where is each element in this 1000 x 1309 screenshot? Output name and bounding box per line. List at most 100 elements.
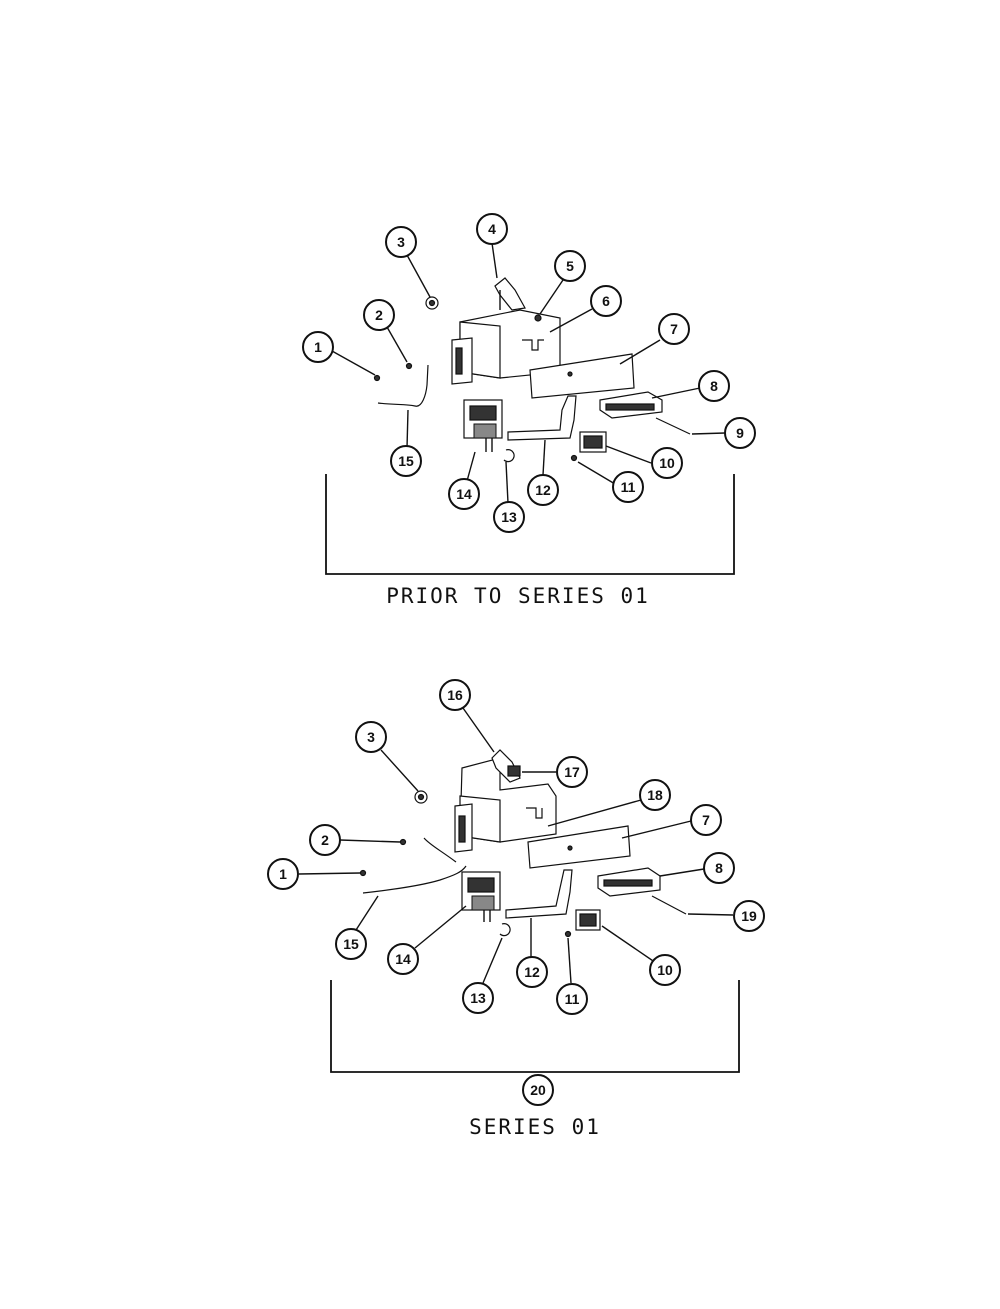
callout-11: 11	[612, 471, 644, 503]
callout-8: 8	[698, 370, 730, 402]
panel-series-01: 1 2 3 16 17 18 7 8 19 10 11 12 13 14 15 …	[267, 679, 765, 1139]
solenoid-part-14-series	[461, 871, 501, 922]
callout-4: 4	[476, 213, 508, 245]
screw-part-19	[651, 895, 687, 915]
callout-14: 14	[448, 478, 480, 510]
svg-text:2: 2	[375, 307, 383, 323]
leader-lines-panel-2	[298, 707, 734, 984]
callout-15-series: 15	[335, 928, 367, 960]
svg-text:5: 5	[566, 258, 574, 274]
clip-part-13-series	[499, 923, 511, 937]
caption-prior-to-series-01: PRIOR TO SERIES 01	[386, 584, 650, 608]
callout-7-series: 7	[690, 804, 722, 836]
callout-5: 5	[554, 250, 586, 282]
callout-9: 9	[724, 417, 756, 449]
plate-hole-series	[567, 845, 573, 851]
svg-text:7: 7	[670, 321, 678, 337]
callout-2-series: 2	[309, 824, 341, 856]
plate-part-7	[529, 353, 635, 399]
callout-1: 1	[302, 331, 334, 363]
callout-17: 17	[556, 756, 588, 788]
screw-part-9	[655, 417, 691, 435]
svg-text:3: 3	[397, 234, 405, 250]
svg-text:15: 15	[398, 453, 414, 469]
callout-11-series: 11	[556, 983, 588, 1015]
callout-13-series: 13	[462, 982, 494, 1014]
callout-8-series: 8	[703, 852, 735, 884]
solenoid-part-14	[463, 399, 503, 452]
wire-lead-branch	[423, 837, 457, 863]
callout-10-series: 10	[649, 954, 681, 986]
screw-part-1-series	[359, 869, 367, 877]
svg-text:11: 11	[565, 991, 580, 1007]
leader-lines-panel-1	[331, 242, 726, 504]
panel-prior-to-series-01: 1 2 3 4 5 6 7 8 9 10 11 12 13 14 15 PRIO…	[302, 213, 756, 608]
callout-1-series: 1	[267, 858, 299, 890]
svg-text:14: 14	[456, 486, 472, 502]
screw-part-2	[405, 362, 413, 370]
caption-series-01: SERIES 01	[469, 1115, 601, 1139]
svg-text:18: 18	[647, 787, 663, 803]
svg-text:8: 8	[710, 378, 718, 394]
svg-text:4: 4	[488, 221, 496, 237]
wire-lead-part-15	[377, 364, 429, 407]
svg-text:6: 6	[602, 293, 610, 309]
callout-14-series: 14	[387, 943, 419, 975]
svg-text:12: 12	[524, 964, 540, 980]
latch-hook	[494, 277, 526, 311]
svg-text:10: 10	[657, 962, 673, 978]
bracket-housing-series	[454, 757, 557, 853]
wire-lead-part-15-series	[362, 865, 467, 894]
svg-text:2: 2	[321, 832, 329, 848]
bracket-housing	[451, 309, 561, 385]
callout-13: 13	[493, 501, 525, 533]
callout-2: 2	[363, 299, 395, 331]
screw-part-5	[534, 314, 542, 322]
nut-part-11-series	[564, 930, 572, 938]
microswitch-part-10-series	[575, 909, 601, 931]
svg-text:7: 7	[702, 812, 710, 828]
callout-19: 19	[733, 900, 765, 932]
callout-15: 15	[390, 445, 422, 477]
assembly-bracket-panel-1	[325, 474, 735, 575]
svg-text:11: 11	[621, 479, 636, 495]
callout-12: 12	[527, 474, 559, 506]
callout-7: 7	[658, 313, 690, 345]
nut-part-11	[570, 454, 578, 462]
clip-part-13	[503, 449, 515, 463]
svg-text:17: 17	[564, 764, 580, 780]
screw-part-1	[373, 374, 381, 382]
screw-part-2-series	[399, 838, 407, 846]
callout-10: 10	[651, 447, 683, 479]
callout-20-assembly: 20	[522, 1074, 554, 1106]
svg-text:8: 8	[715, 860, 723, 876]
nut-part-3	[425, 296, 439, 310]
callout-12-series: 12	[516, 956, 548, 988]
svg-text:16: 16	[447, 687, 463, 703]
plate-part-7-series	[527, 825, 631, 869]
svg-text:13: 13	[470, 990, 486, 1006]
microswitch-part-10	[579, 431, 607, 453]
svg-text:13: 13	[501, 509, 517, 525]
svg-text:20: 20	[530, 1082, 546, 1098]
callout-18: 18	[639, 779, 671, 811]
callout-3: 3	[385, 226, 417, 258]
svg-text:1: 1	[314, 339, 322, 355]
svg-text:1: 1	[279, 866, 287, 882]
nut-part-3-series	[414, 790, 428, 804]
svg-text:15: 15	[343, 936, 359, 952]
assembly-bracket-panel-2	[330, 980, 740, 1073]
svg-text:10: 10	[659, 455, 675, 471]
svg-text:19: 19	[741, 908, 757, 924]
callout-3-series: 3	[355, 721, 387, 753]
spring-part-17	[507, 765, 521, 777]
actuator-arm-part-12-series	[505, 869, 573, 919]
actuator-arm-part-12	[507, 395, 577, 441]
plate-hole	[567, 371, 573, 377]
switch-part-8	[599, 391, 663, 419]
svg-text:12: 12	[535, 482, 551, 498]
svg-text:9: 9	[736, 425, 744, 441]
callout-16: 16	[439, 679, 471, 711]
callout-6: 6	[590, 285, 622, 317]
